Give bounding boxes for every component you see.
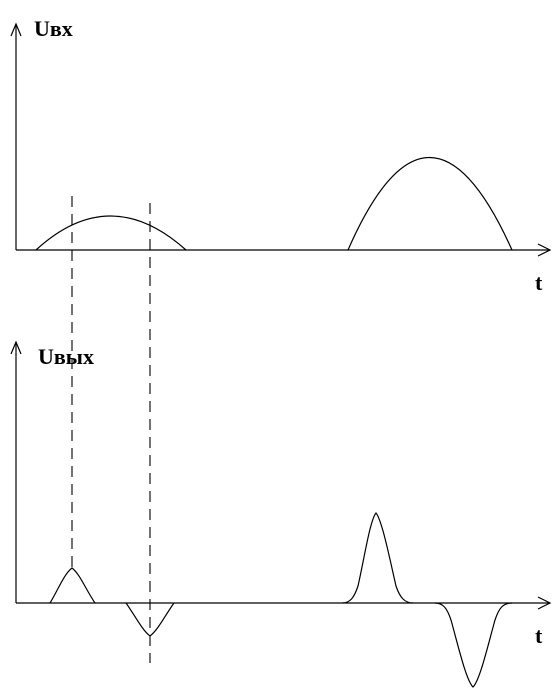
output-small-positive-spike	[49, 567, 96, 604]
input-y-axis-arrowhead	[10, 22, 22, 37]
output-time-axis-arrowhead	[537, 596, 552, 610]
output-graph: Uвых t	[10, 340, 552, 688]
output-axis-label: Uвых	[38, 344, 94, 369]
input-time-axis-arrowhead	[537, 243, 552, 257]
output-small-negative-spike	[125, 602, 175, 637]
input-small-pulse	[35, 215, 187, 251]
input-graph: Uвх t	[10, 16, 552, 295]
input-time-label: t	[535, 270, 543, 295]
output-time-label: t	[535, 623, 543, 648]
input-axis-label: Uвх	[34, 16, 73, 41]
output-large-positive-spike	[341, 512, 414, 604]
output-large-negative-spike	[434, 602, 513, 688]
output-y-axis-arrowhead	[10, 340, 22, 355]
input-large-pulse	[347, 157, 513, 251]
